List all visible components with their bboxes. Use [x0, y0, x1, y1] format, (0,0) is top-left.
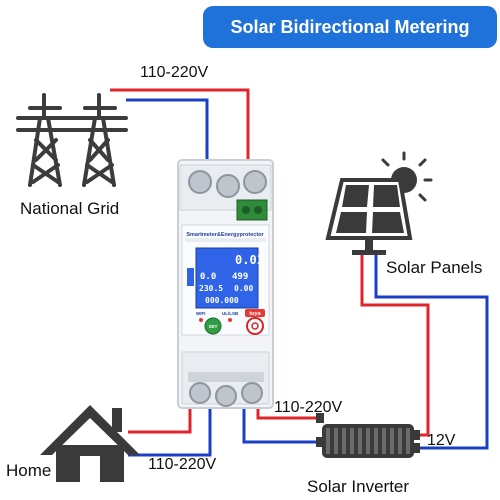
dc-voltage-label: 12V — [427, 432, 456, 449]
national-grid-label: National Grid — [20, 199, 120, 218]
top-wires — [110, 88, 250, 175]
tuya-logo-badge — [245, 309, 265, 317]
voltage-label-bottom: 110-220V — [148, 456, 217, 473]
house-icon — [40, 405, 140, 482]
power-pylon-icon — [16, 93, 128, 187]
energy-meter — [177, 159, 274, 409]
solar-panel-icon — [325, 151, 433, 255]
inverter-blue-wire — [242, 400, 318, 444]
ul-label: UL/LSB — [222, 311, 239, 316]
diagram-title: Solar Bidirectional Metering — [203, 6, 497, 48]
panel-wires — [360, 252, 489, 450]
bottom-wires — [128, 400, 318, 457]
display-row-4: 000.000 — [205, 296, 239, 305]
display-row-3-left: 230.5 — [199, 284, 223, 293]
display-row-2-left: 0.0 — [200, 272, 216, 282]
solar-inverter-label: Solar Inverter — [307, 477, 410, 496]
home-blue-wire — [128, 400, 212, 457]
voltage-label-mid: 110-220V — [274, 399, 343, 416]
top-blue-wire — [126, 98, 209, 175]
solar-panels-label: Solar Panels — [386, 258, 483, 277]
tuya-logo: tuya — [249, 311, 261, 317]
display-row-1: 0.01 — [235, 253, 264, 267]
voltage-label-top: 110-220V — [140, 64, 209, 81]
display-row-3-right: 0.00 — [234, 284, 253, 293]
top-red-wire — [126, 88, 250, 175]
solar-inverter-icon — [316, 413, 420, 458]
meter-brand-text: Smartmeter&Energyprotector — [186, 232, 264, 238]
home-red-wire — [128, 400, 192, 434]
panel-blue-wire — [374, 252, 489, 450]
home-label: Home — [6, 461, 52, 480]
display-row-2-right: 499 — [232, 272, 248, 282]
wifi-label: WIFI — [196, 311, 206, 316]
set-button[interactable]: SET — [209, 324, 218, 329]
panel-red-wire — [360, 252, 430, 437]
